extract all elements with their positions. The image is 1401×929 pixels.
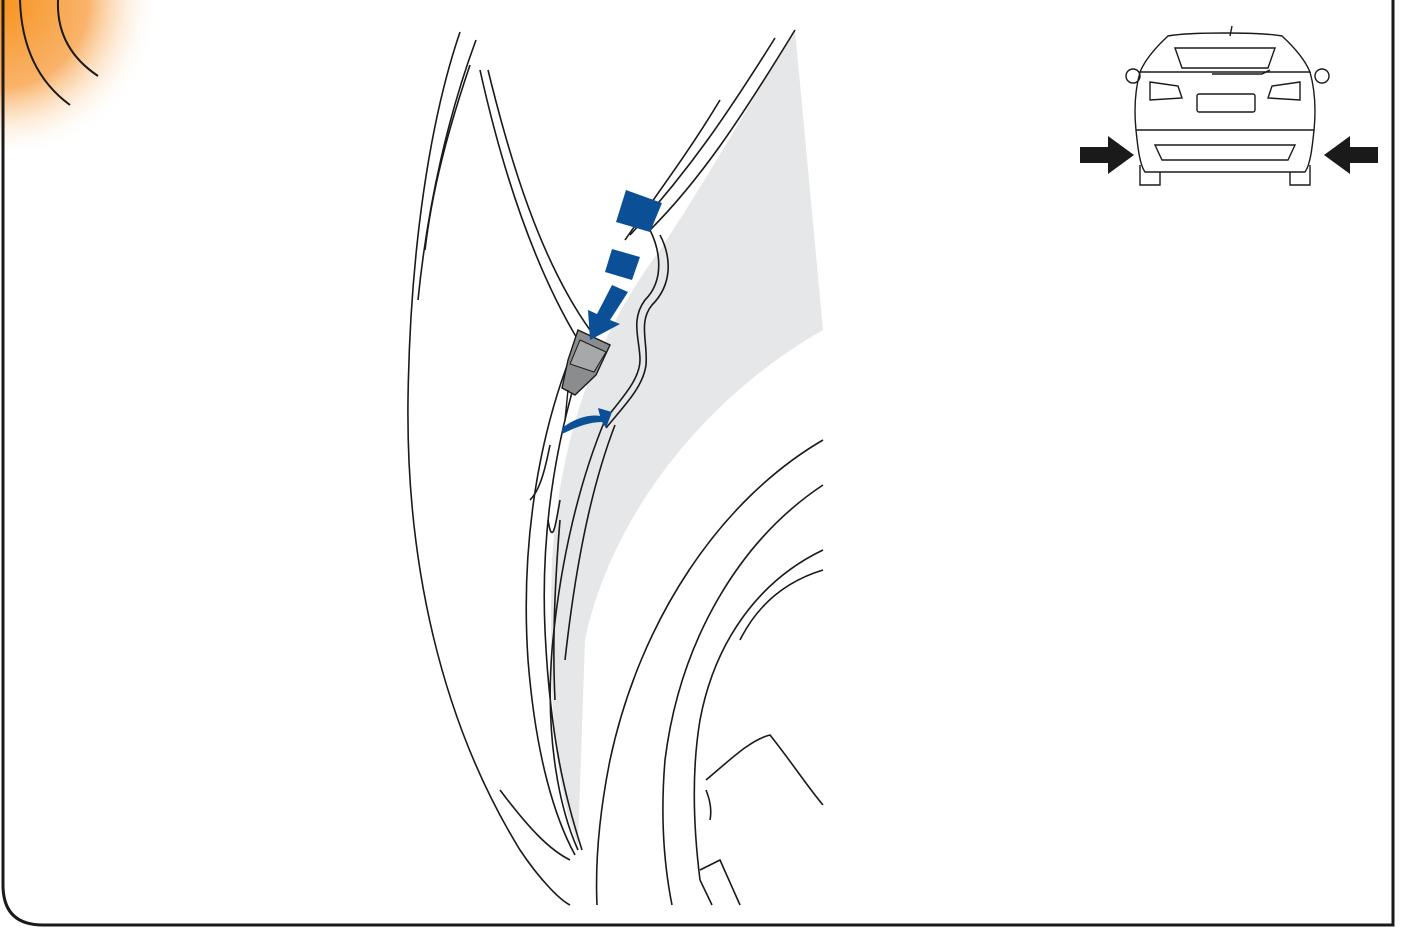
orange-corner-tab-icon	[0, 0, 170, 150]
black-press-arrow-icon	[1080, 136, 1134, 174]
blue-push-arrow-icon	[605, 249, 640, 280]
frame-border	[3, 0, 1393, 925]
black-press-arrow-icon	[1324, 136, 1378, 174]
car-rear-thumbnail	[1126, 26, 1329, 185]
